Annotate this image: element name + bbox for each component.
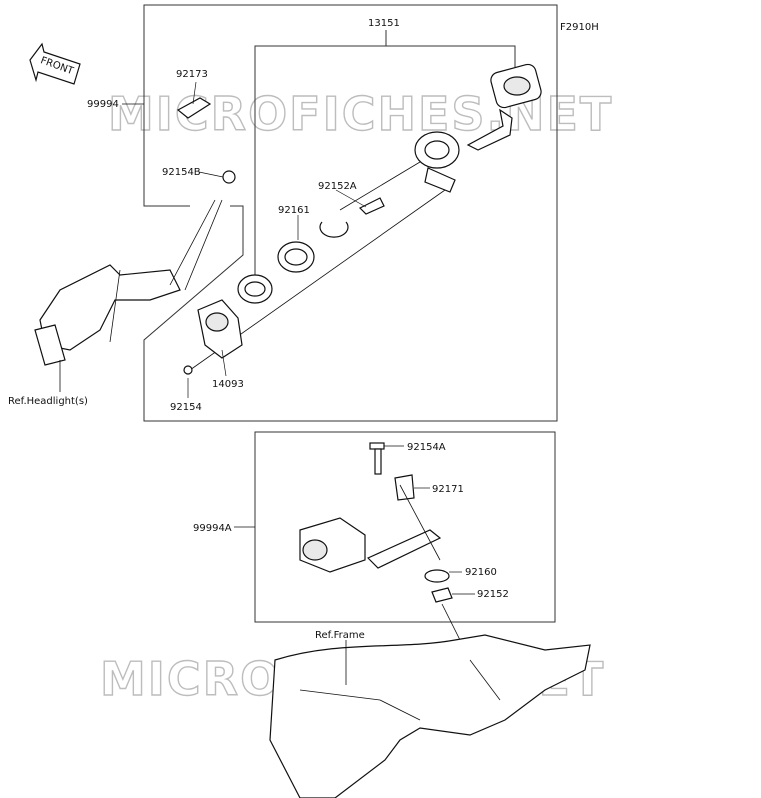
- grommet-92160-part: [424, 569, 450, 583]
- label-92173: 92173: [176, 69, 208, 80]
- label-92154: 92154: [170, 402, 202, 413]
- bracket-13151: [254, 45, 516, 275]
- ref-headlight-label: Ref.Headlight(s): [8, 396, 88, 407]
- clip-92152a-part: [358, 197, 385, 215]
- label-92152: 92152: [477, 589, 509, 600]
- figure-code: F2910H: [560, 22, 599, 33]
- label-92154b: 92154B: [162, 167, 201, 178]
- lower-group-frame: [254, 431, 556, 623]
- clip-92171-part: [394, 474, 415, 501]
- ref-frame-label: Ref.Frame: [315, 630, 365, 641]
- ignition-switch-part: [299, 517, 366, 573]
- plate-92173-part: [176, 97, 212, 119]
- front-arrow-icon: FRONT: [29, 42, 81, 85]
- nut-92152-part: [431, 587, 453, 603]
- label-92171: 92171: [432, 484, 464, 495]
- headlight-bracket-part: [34, 199, 223, 392]
- ring-nut-part: [277, 241, 315, 273]
- clamp-bracket-part: [414, 131, 460, 193]
- upper-group-frame: [143, 4, 558, 422]
- screw-92154-part: [183, 365, 193, 375]
- snap-ring-92161-part: [319, 221, 349, 238]
- bolt-92154b-part: [222, 170, 236, 184]
- label-92161: 92161: [278, 205, 310, 216]
- label-14093: 14093: [212, 379, 244, 390]
- label-99994a: 99994A: [193, 523, 232, 534]
- power-socket-part: [466, 63, 542, 151]
- label-92160: 92160: [465, 567, 497, 578]
- label-99994: 99994: [87, 99, 119, 110]
- label-92154a: 92154A: [407, 442, 446, 453]
- frame-part: [269, 634, 591, 798]
- washer-part: [237, 274, 273, 304]
- label-92152a: 92152A: [318, 181, 357, 192]
- label-13151: 13151: [368, 18, 400, 29]
- stay-plate-part: [366, 529, 442, 569]
- bolt-92154a-part: [369, 442, 385, 475]
- holder-14093-part: [197, 299, 243, 359]
